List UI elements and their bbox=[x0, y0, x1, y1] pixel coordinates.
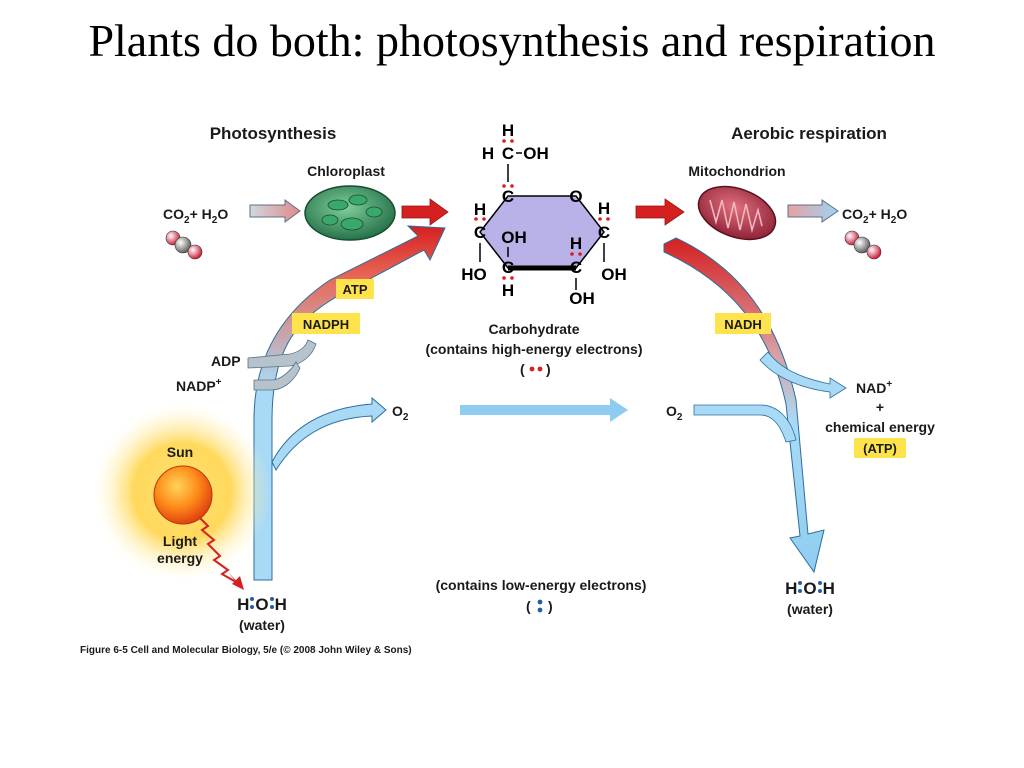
atom-c3: C bbox=[502, 258, 514, 277]
carbohydrate-to-mitochondrion-arrow bbox=[635, 198, 685, 226]
plus-sign: + bbox=[876, 399, 884, 415]
mitochondrion-to-products-arrow bbox=[787, 199, 839, 223]
nadp-branch-arrow bbox=[253, 361, 301, 391]
co2-molecule-icon bbox=[165, 230, 203, 260]
water-right-electron-dots bbox=[798, 581, 822, 593]
chloroplast-label: Chloroplast bbox=[307, 163, 385, 179]
atom-h-c2: H bbox=[570, 234, 582, 253]
carbohydrate-structure: H H C OH C O C C C C H H OH H OH HO H OH bbox=[461, 121, 627, 308]
nadp-label: NADP+ bbox=[176, 377, 222, 394]
atom-h-top-left: H bbox=[482, 144, 494, 163]
oxygen-transfer-arrow bbox=[460, 398, 628, 422]
chloroplast-icon bbox=[304, 185, 396, 241]
adp-label: ADP bbox=[211, 353, 241, 369]
atom-oh-c2: OH bbox=[569, 289, 595, 308]
atom-c4: C bbox=[474, 223, 486, 242]
nad-label: NAD+ bbox=[856, 379, 892, 396]
carbohydrate-label: Carbohydrate bbox=[488, 321, 579, 337]
water-right-label: (water) bbox=[787, 601, 833, 617]
low-energy-key-open: ( bbox=[526, 598, 531, 614]
light-energy-line2: energy bbox=[157, 550, 203, 566]
photosynthesis-heading: Photosynthesis bbox=[210, 124, 337, 143]
atom-c5: C bbox=[502, 187, 514, 206]
atp-product-box bbox=[854, 438, 906, 458]
nadh-label: NADH bbox=[724, 317, 762, 332]
glucose-ring bbox=[479, 195, 605, 269]
nadph-box bbox=[292, 313, 360, 334]
nadph-label: NADPH bbox=[303, 317, 349, 332]
water-left-electron-dots bbox=[250, 597, 274, 609]
high-energy-electrons-label: (contains high-energy electrons) bbox=[425, 341, 642, 357]
oxygen-left-label: O2 bbox=[392, 403, 409, 423]
low-energy-electron-key: ( ) bbox=[526, 598, 553, 614]
reactants-to-chloroplast-arrow bbox=[249, 199, 301, 223]
oxygen-release-arrow bbox=[271, 396, 387, 472]
figure-credit: Figure 6-5 Cell and Molecular Biology, 5… bbox=[80, 645, 412, 656]
atp-box bbox=[336, 279, 374, 299]
chloroplast-to-carbohydrate-arrow bbox=[401, 198, 449, 226]
mitochondrion-icon bbox=[697, 185, 777, 241]
high-energy-key-open: ( bbox=[520, 361, 525, 377]
respiration-heading: Aerobic respiration bbox=[731, 124, 887, 143]
nad-branch-arrow bbox=[759, 351, 847, 399]
atom-h-c1: H bbox=[598, 199, 610, 218]
atom-ring-oxygen: O bbox=[569, 187, 582, 206]
atom-oh-c1: OH bbox=[601, 265, 627, 284]
water-left-label: (water) bbox=[239, 617, 285, 633]
mitochondrion-label: Mitochondrion bbox=[688, 163, 785, 179]
atom-oh-top: OH bbox=[523, 144, 549, 163]
atp-product-label: (ATP) bbox=[863, 441, 897, 456]
high-energy-key-close: ) bbox=[546, 361, 551, 377]
atom-c-top: C bbox=[502, 144, 514, 163]
high-energy-electron-key: ( ) bbox=[520, 361, 551, 377]
oxygen-intake-arrow bbox=[693, 404, 797, 443]
light-energy-line1: Light bbox=[163, 533, 198, 549]
atom-c1: C bbox=[598, 223, 610, 242]
low-energy-key-close: ) bbox=[548, 598, 553, 614]
high-energy-electron-dots bbox=[474, 139, 610, 280]
light-ray-arrow bbox=[199, 517, 244, 590]
atom-h-c4: H bbox=[474, 200, 486, 219]
slide-title: Plants do both: photosynthesis and respi… bbox=[88, 15, 936, 66]
sun-label: Sun bbox=[167, 444, 193, 460]
chemical-energy-label: chemical energy bbox=[825, 419, 935, 435]
low-energy-electrons-label: (contains low-energy electrons) bbox=[436, 577, 647, 593]
oxygen-right-label: O2 bbox=[666, 403, 683, 423]
respiration-stream-arrow bbox=[663, 237, 825, 574]
atom-oh-c4: OH bbox=[501, 228, 527, 247]
sun-icon bbox=[153, 465, 213, 525]
atom-ho-c3: HO bbox=[461, 265, 487, 284]
nadh-box bbox=[715, 313, 771, 334]
atom-h-c3: H bbox=[502, 281, 514, 300]
atom-c2: C bbox=[570, 258, 582, 277]
atom-h-top: H bbox=[502, 121, 514, 140]
co2-product-molecule-icon bbox=[844, 230, 882, 260]
atp-label: ATP bbox=[342, 282, 367, 297]
reactants-label: CO2+ H2O bbox=[163, 206, 228, 226]
products-label: CO2+ H2O bbox=[842, 206, 907, 226]
